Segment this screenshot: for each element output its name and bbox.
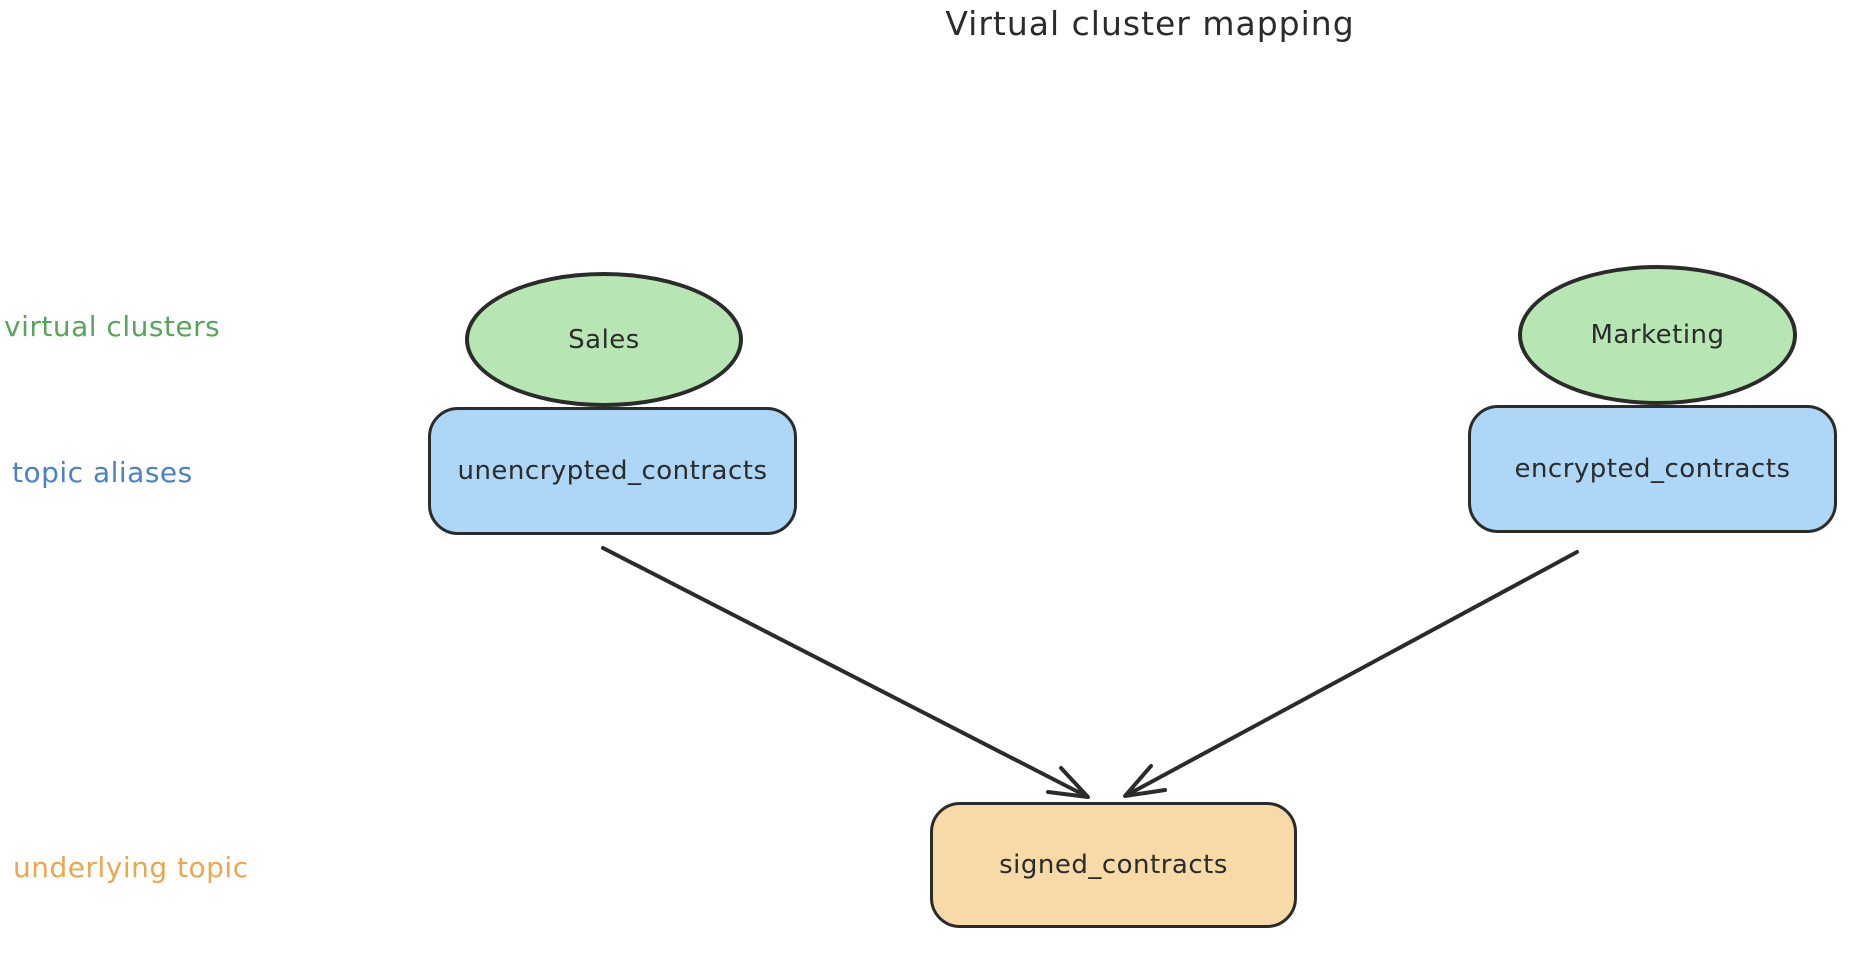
row-label-virtual-clusters: virtual clusters [4,310,221,343]
diagram-title: Virtual cluster mapping [945,4,1355,43]
node-label-encrypted-contracts: encrypted_contracts [1514,454,1791,484]
node-label-signed-contracts: signed_contracts [999,850,1228,880]
topic-alias-node-unencrypted-contracts[interactable]: unencrypted_contracts [428,407,797,535]
node-label-marketing: Marketing [1590,320,1725,350]
virtual-cluster-node-sales[interactable]: Sales [465,272,743,407]
topic-alias-node-encrypted-contracts[interactable]: encrypted_contracts [1468,405,1837,533]
arrow-encrypted-to-signed [1123,550,1579,798]
underlying-topic-node-signed-contracts[interactable]: signed_contracts [930,802,1297,928]
arrow-unencrypted-to-signed [601,546,1090,799]
row-label-topic-aliases: topic aliases [12,456,193,489]
node-label-unencrypted-contracts: unencrypted_contracts [457,456,768,486]
row-label-underlying-topic: underlying topic [13,851,249,884]
node-label-sales: Sales [568,324,640,355]
virtual-cluster-node-marketing[interactable]: Marketing [1518,265,1797,405]
